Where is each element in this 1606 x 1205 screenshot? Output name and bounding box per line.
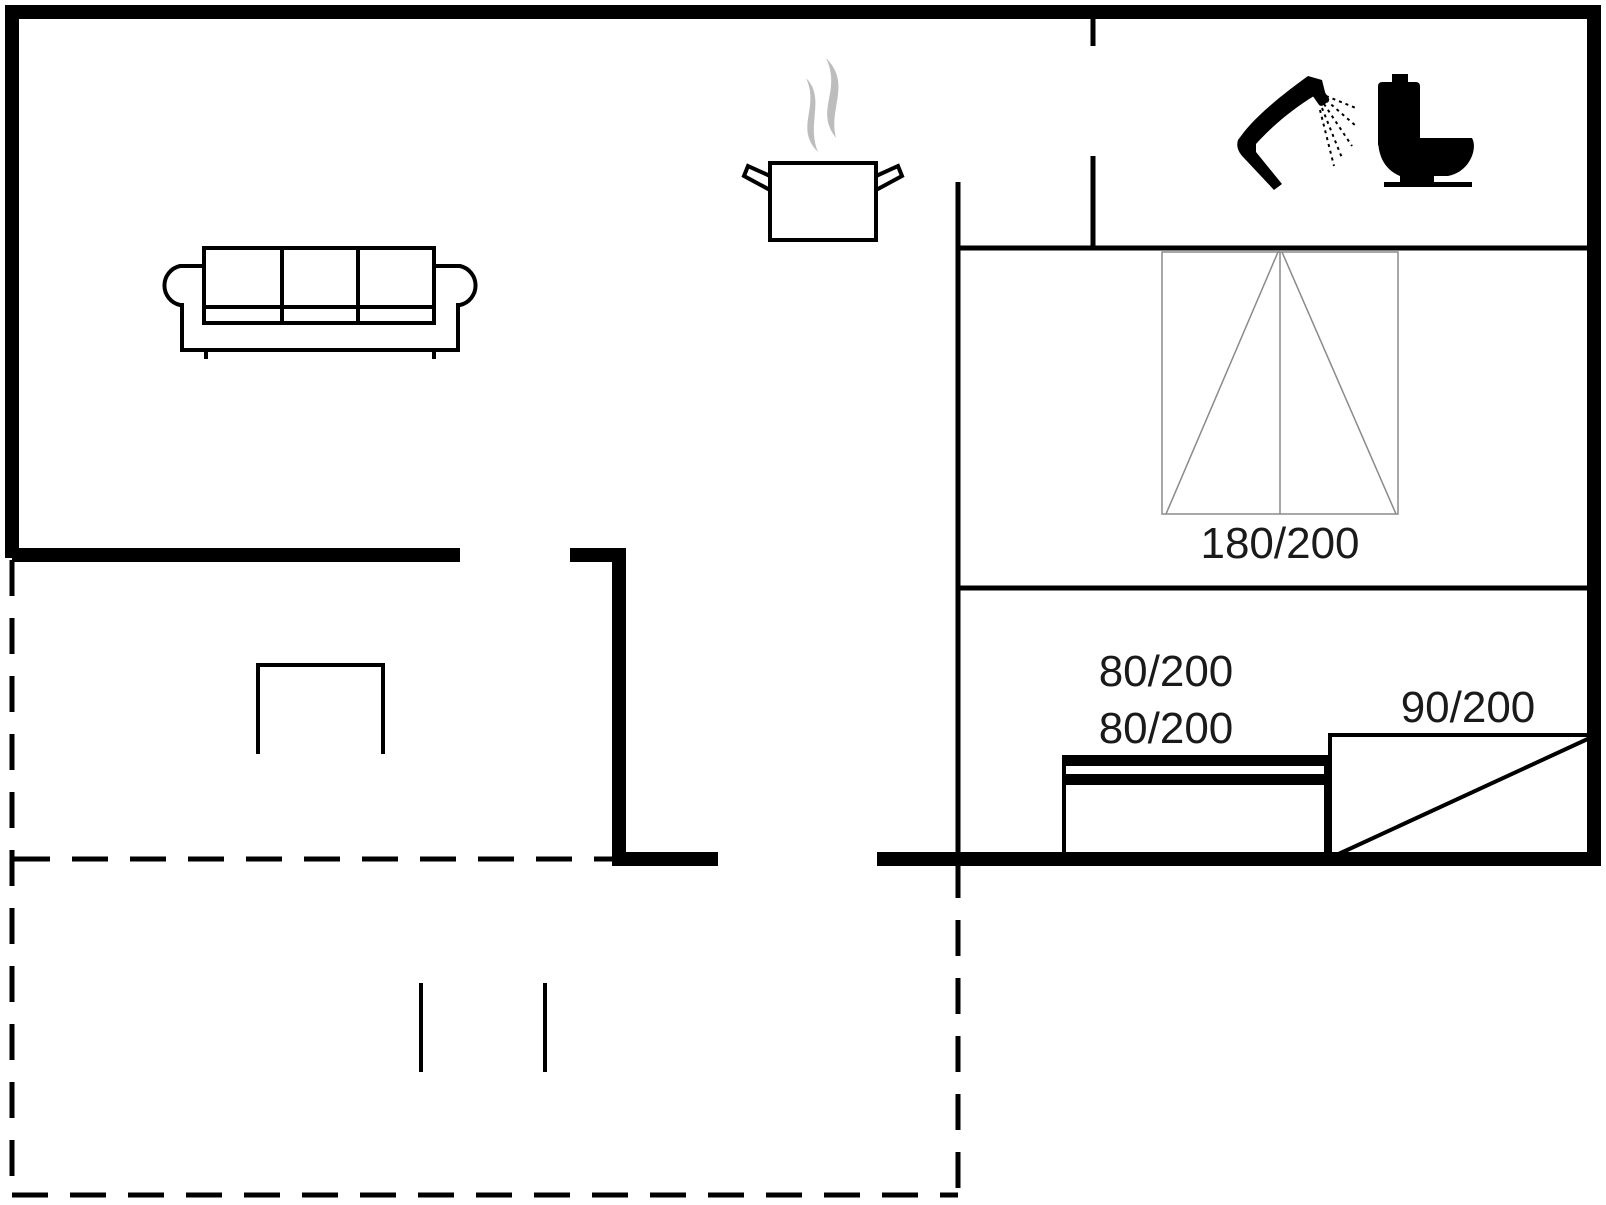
bunk-bottom-size-label: 80/200 [1099, 704, 1234, 753]
table-outline [256, 663, 385, 754]
interior-walls [12, 12, 1594, 866]
single-bed: 90/200 [1328, 683, 1596, 861]
shower-icon [1237, 76, 1357, 190]
cooking-pot-icon [741, 58, 905, 242]
double-bed: 180/200 [1161, 251, 1399, 568]
bunk-bed: 80/200 80/200 [1062, 647, 1328, 859]
toilet-icon [1378, 74, 1474, 187]
terrace-steps [419, 983, 547, 1072]
double-bed-size-label: 180/200 [1200, 519, 1359, 568]
terrace-outline [9, 560, 961, 1198]
exterior-walls [5, 5, 1601, 866]
single-bed-size-label: 90/200 [1401, 683, 1536, 732]
bunk-top-size-label: 80/200 [1099, 647, 1234, 696]
sofa-icon [162, 246, 478, 359]
